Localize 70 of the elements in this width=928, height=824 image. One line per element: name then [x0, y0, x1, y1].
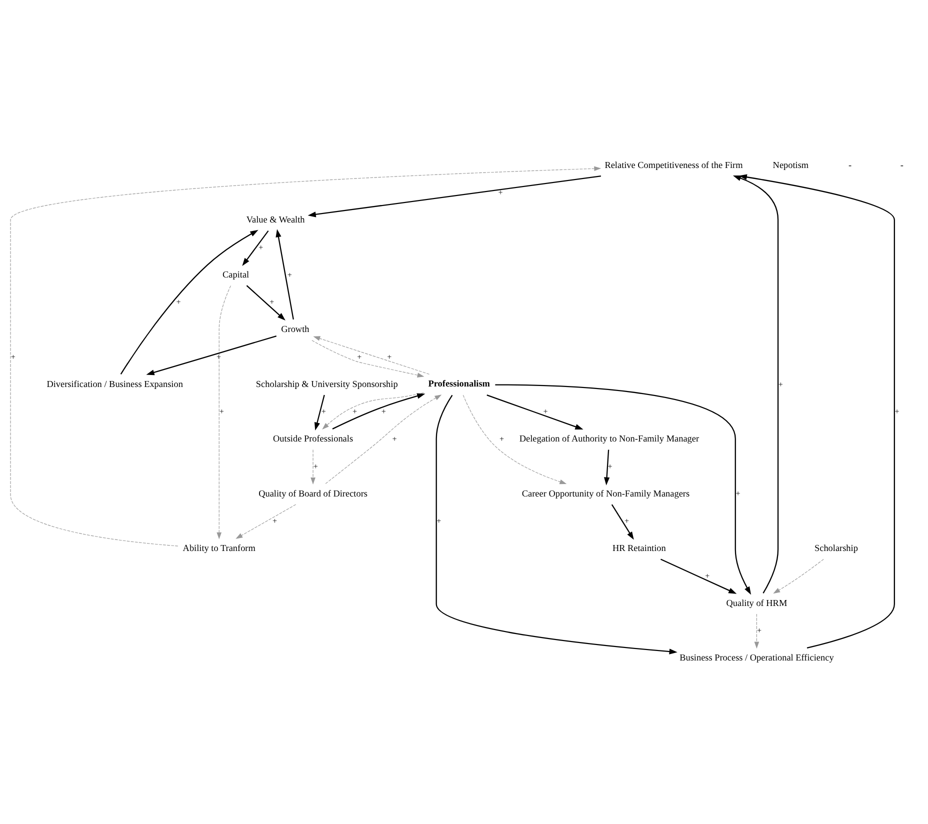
arrow: [754, 614, 760, 649]
arrow: [604, 450, 610, 486]
arrow: [611, 504, 634, 540]
edge-label: +: [258, 242, 264, 252]
edge-label: +: [216, 352, 222, 362]
edge-label: +: [219, 407, 224, 416]
edge-label: +: [10, 352, 16, 362]
edge-label: +: [381, 407, 386, 416]
edge-label: +: [270, 298, 274, 307]
arrow: [462, 394, 567, 484]
edge-label: +: [757, 626, 762, 636]
label: -: [900, 160, 904, 170]
edge-label: +: [608, 462, 612, 471]
edge-label: +: [624, 516, 630, 526]
node-text: Outside Professionals: [273, 434, 354, 444]
edge-label: +: [352, 407, 358, 416]
edge-label: +: [498, 188, 503, 198]
edge-label: +: [778, 380, 783, 389]
edge-label: +: [313, 462, 318, 471]
arrow: [146, 336, 277, 376]
edge-label: +: [321, 407, 326, 416]
arrow: [773, 559, 824, 594]
node-text: Relative Competitiveness of the Firm: [604, 160, 743, 170]
label: -: [848, 160, 852, 170]
node-text: Value & Wealth: [246, 214, 305, 225]
edge-label: +: [387, 352, 392, 362]
node-text: Career Opportunity of Non-Family Managers: [522, 488, 690, 498]
node-text: Business Process / Operational Efficiency: [680, 652, 834, 663]
arrow: [495, 384, 752, 595]
arrow: [236, 504, 296, 539]
edge-label: +: [736, 489, 740, 498]
edge-label: +: [287, 270, 292, 280]
edge-label: +: [705, 571, 710, 580]
node-text: Diversification / Business Expansion: [46, 378, 183, 389]
node-text: Capital: [222, 269, 250, 280]
node-text: Nepotism: [772, 160, 809, 170]
arrow: [312, 340, 424, 378]
edge-label: +: [436, 516, 442, 526]
arrow: [325, 394, 442, 484]
edge-label: +: [543, 407, 548, 416]
edge-label: +: [392, 434, 397, 444]
arrow: [276, 229, 294, 320]
arrow: [246, 285, 286, 321]
node-text: Delegation of Authority to Non-Family Manager: [519, 434, 700, 444]
edge-label: +: [272, 516, 277, 526]
edge-label: +: [894, 407, 900, 416]
arrow: [313, 336, 430, 374]
arrow: [738, 174, 895, 648]
node-text: Quality of HRM: [726, 598, 788, 608]
edge-label: +: [176, 298, 181, 307]
arrow: [242, 230, 269, 266]
arrow: [660, 558, 737, 594]
node-text: Professionalism: [428, 378, 490, 388]
edge-label: +: [357, 352, 362, 362]
edge-label: +: [499, 434, 504, 444]
arrow: [314, 394, 325, 431]
arrow: [120, 230, 258, 374]
node-text: HR Retaintion: [612, 543, 666, 554]
arrow: [308, 175, 602, 218]
arrow: [436, 394, 678, 654]
node-text: Scholarship: [814, 543, 858, 554]
arrow: [216, 285, 231, 540]
arrow: [310, 449, 316, 484]
node-text: Scholarship & University Sponsorship: [256, 378, 398, 389]
node-text: Growth: [281, 324, 310, 334]
node-text: Quality of Board of Directors: [258, 488, 368, 498]
arrow: [486, 394, 584, 430]
arrow: [732, 175, 779, 594]
arrow: [10, 166, 602, 546]
node-text: Ability to Tranform: [182, 543, 256, 554]
